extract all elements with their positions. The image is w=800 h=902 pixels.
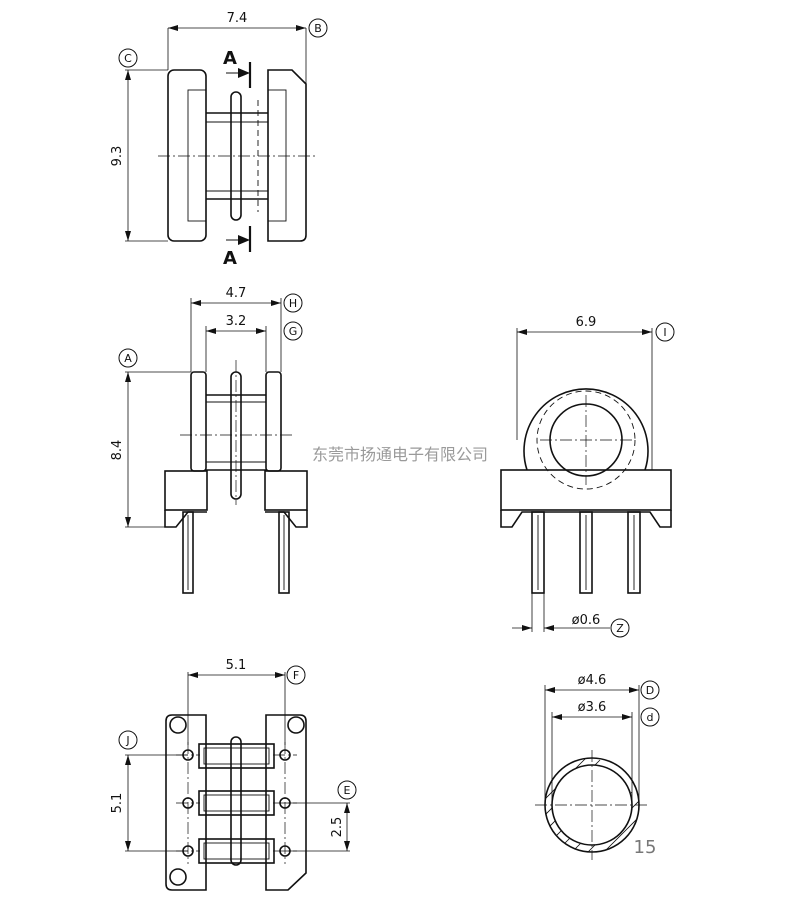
dim-front-outer: 4.7 bbox=[226, 286, 247, 301]
callout-e: E bbox=[344, 784, 351, 797]
ring-section-view: ø4.6 D ø3.6 d bbox=[535, 673, 660, 860]
dim-bottom-half-pitch: 2.5 bbox=[330, 817, 345, 838]
callout-f: F bbox=[293, 669, 299, 682]
dim-side-width: 6.9 bbox=[576, 315, 597, 330]
callout-d-lower: d bbox=[647, 711, 654, 724]
callout-i: I bbox=[663, 326, 666, 339]
callout-h: H bbox=[289, 297, 297, 310]
section-label-top: A bbox=[223, 48, 237, 69]
dim-ring-inner: ø3.6 bbox=[578, 700, 607, 715]
front-view: 4.7 H 3.2 G 8.4 A bbox=[110, 286, 308, 594]
callout-a: A bbox=[124, 352, 132, 365]
dim-front-inner: 3.2 bbox=[226, 314, 247, 329]
section-label-bottom: A bbox=[223, 248, 237, 269]
callout-c: C bbox=[124, 52, 132, 65]
dim-top-width: 7.4 bbox=[227, 11, 248, 26]
dim-bottom-pitch: 5.1 bbox=[110, 793, 125, 814]
dim-bottom-width: 5.1 bbox=[226, 658, 247, 673]
dim-front-height: 8.4 bbox=[110, 440, 125, 461]
callout-b: B bbox=[314, 22, 322, 35]
page-number: 15 bbox=[634, 837, 657, 858]
callout-j: J bbox=[125, 734, 129, 747]
dim-top-height: 9.3 bbox=[110, 146, 125, 167]
callout-z: Z bbox=[616, 622, 624, 635]
dim-ring-outer: ø4.6 bbox=[578, 673, 607, 688]
company-watermark: 东莞市扬通电子有限公司 bbox=[312, 445, 488, 464]
callout-d-upper: D bbox=[646, 684, 654, 697]
top-view: 7.4 B 9.3 C A A bbox=[110, 11, 328, 269]
side-view: 6.9 I ø0.6 Z bbox=[500, 315, 675, 638]
dim-pin-diameter: ø0.6 bbox=[572, 613, 601, 628]
callout-g: G bbox=[289, 325, 298, 338]
bottom-view: 5.1 F 5.1 J 2.5 E bbox=[110, 658, 357, 891]
